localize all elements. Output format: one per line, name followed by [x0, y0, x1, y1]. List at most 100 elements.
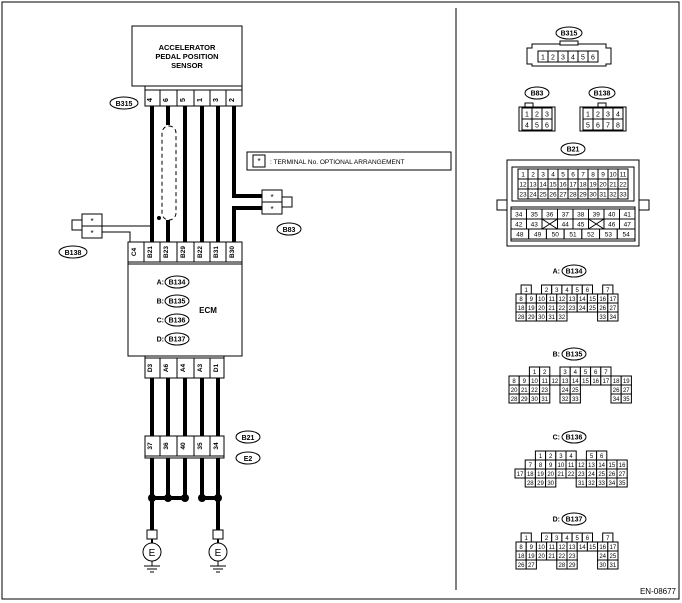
face-ecm-pin-31: 31 — [610, 563, 617, 569]
face-b315-tag-oval — [555, 26, 583, 40]
face-b315-pin-2: 2 — [551, 55, 555, 62]
face-ecm-pin-10: 10 — [538, 297, 545, 303]
sensor-title-1: ACCELERATOR — [159, 43, 216, 52]
face-ecm-pin-11: 11 — [568, 463, 575, 469]
face-ecm-B137-tag-oval — [561, 512, 587, 526]
ecm-top-pin-B23: B23 — [163, 246, 170, 258]
face-ecm-cell — [607, 559, 619, 570]
face-ecm-pin-24: 24 — [579, 306, 586, 312]
ecm-top-pin-C4: C4 — [131, 247, 138, 256]
ecm-top-pin-B29: B29 — [180, 246, 187, 258]
face-ecm-B136-tag-text: B136 — [566, 435, 583, 442]
svg-text:B315: B315 — [116, 101, 133, 108]
face-ecm-B136-tag: B136 — [561, 430, 587, 444]
face-ecm-pin-21: 21 — [548, 554, 555, 560]
face-ecm-pin-23: 23 — [541, 388, 548, 394]
face-ecm-pin-12: 12 — [552, 379, 559, 385]
face-ecm-pin-24: 24 — [599, 554, 606, 560]
face-b21-pin-42: 42 — [515, 222, 523, 229]
face-ecm-pin-14: 14 — [572, 379, 579, 385]
face-ecm-pin-33: 33 — [599, 315, 606, 321]
face-b21-pin-40: 40 — [608, 212, 616, 219]
face-b138-tag-oval — [588, 86, 616, 100]
face-ecm-pin-5: 5 — [576, 536, 580, 542]
sensor-pin-3: 3 — [213, 98, 220, 102]
face-ecm-pin-26: 26 — [613, 388, 620, 394]
face-ecm-pin-9: 9 — [549, 463, 553, 469]
face-ecm-prefix: C: — [553, 435, 560, 442]
face-ecm-B134-tag-oval — [561, 264, 587, 278]
face-ecm-pin-19: 19 — [528, 306, 535, 312]
face-ecm-B137-tag-text: B137 — [566, 517, 583, 524]
face-ecm-pin-28: 28 — [559, 563, 566, 569]
face-ecm-cell — [525, 559, 537, 570]
svg-text:*: * — [90, 217, 93, 226]
face-ecm-cell — [545, 477, 557, 488]
face-ecm-pin-3: 3 — [559, 454, 563, 460]
face-b21-pin-31: 31 — [599, 192, 607, 199]
face-b315-tag: B315 — [555, 26, 583, 40]
face-ecm-pin-3: 3 — [555, 536, 559, 542]
face-ecm-pin-25: 25 — [610, 554, 617, 560]
face-ecm-pin-17: 17 — [610, 545, 617, 551]
face-ecm-cell — [556, 311, 568, 322]
svg-text:*: * — [270, 205, 273, 214]
ecm-bottom-pin-A4: A4 — [180, 363, 187, 372]
face-ecm-pin-17: 17 — [610, 297, 617, 303]
face-b21-pin-6: 6 — [571, 172, 575, 179]
face-ecm-pin-25: 25 — [598, 472, 605, 478]
face-ecm-pin-25: 25 — [572, 388, 579, 394]
shield-drain-dot — [157, 216, 161, 220]
face-ecm-cell — [539, 393, 551, 404]
face-ecm-B134-tag: B134 — [561, 264, 587, 278]
face-b21-pin-34: 34 — [515, 212, 523, 219]
face-ecm-pin-7: 7 — [604, 370, 608, 376]
face-b21-tag: B21 — [560, 142, 586, 156]
face-b21-pin-43: 43 — [531, 222, 539, 229]
face-ecm-pin-10: 10 — [558, 463, 565, 469]
face-ecm-pin-16: 16 — [592, 379, 599, 385]
face-ecm-B136-tag-oval — [561, 430, 587, 444]
face-b21-pin-17: 17 — [569, 182, 577, 189]
face-ecm-pin-20: 20 — [511, 388, 518, 394]
ecm-connector-prefix: A: — [157, 280, 164, 287]
face-ecm-pin-29: 29 — [528, 315, 535, 321]
svg-text:B138: B138 — [65, 250, 82, 257]
face-ecm-pin-28: 28 — [527, 481, 534, 487]
ground-pin-34: 34 — [213, 442, 220, 450]
junction-dots — [148, 494, 222, 502]
face-b21-pin-24: 24 — [529, 192, 537, 199]
sensor-wires — [150, 106, 262, 242]
face-b83-tag-text: B83 — [531, 91, 544, 98]
face-ecm-pin-32: 32 — [559, 315, 566, 321]
face-ecm-pin-8: 8 — [512, 379, 516, 385]
ecm-connector-B137-text: B137 — [169, 337, 186, 344]
face-ecm-pin-17: 17 — [603, 379, 610, 385]
face-b21-pin-28: 28 — [569, 192, 577, 199]
face-ecm-pin-13: 13 — [588, 463, 595, 469]
face-ecm-pin-20: 20 — [538, 306, 545, 312]
face-b21-ear-left — [496, 199, 508, 211]
face-ecm-pin-8: 8 — [539, 463, 543, 469]
face-ecm-pin-14: 14 — [579, 297, 586, 303]
face-ecm-pin-21: 21 — [521, 388, 528, 394]
ecm-connector-B135-text: B135 — [169, 299, 186, 306]
tag-b21: B21 — [235, 430, 261, 444]
ground-terminal — [212, 529, 224, 540]
face-b21-blank — [588, 218, 605, 230]
connector-b138: * * B138 — [58, 213, 152, 259]
face-ecm-pin-6: 6 — [600, 454, 604, 460]
ecm-bottom-pin-A3: A3 — [197, 363, 204, 372]
face-b21-pin-50: 50 — [552, 232, 560, 239]
face-ecm-pin-19: 19 — [623, 379, 630, 385]
face-ecm-pin-2: 2 — [545, 288, 549, 294]
face-b138-pin-2: 2 — [596, 112, 600, 119]
face-ecm-pin-5: 5 — [584, 370, 588, 376]
face-ecm-pin-30: 30 — [599, 563, 606, 569]
face-b138-tag-text: B138 — [594, 91, 611, 98]
face-ecm-pin-7: 7 — [529, 463, 533, 469]
face-ecm-pin-3: 3 — [563, 370, 567, 376]
